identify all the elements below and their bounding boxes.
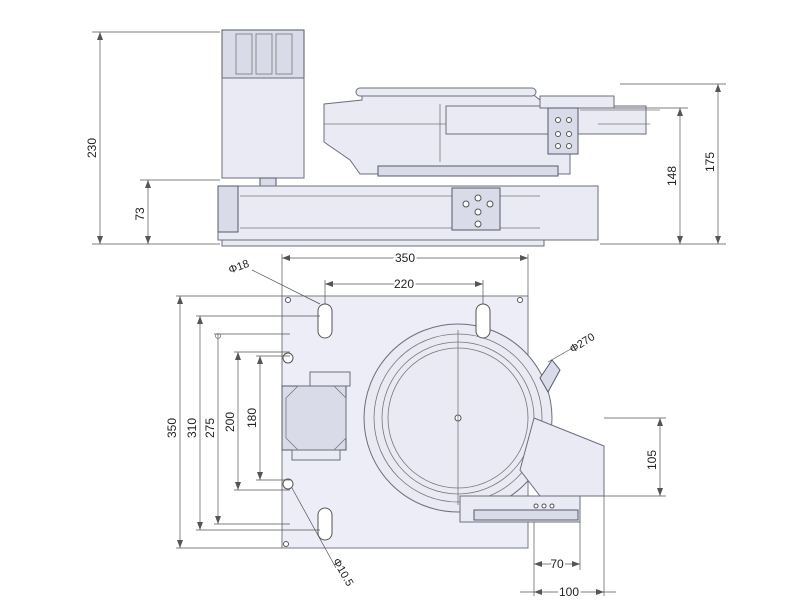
slot-right-top	[475, 303, 491, 339]
dim-hole-diameter: Φ10.5	[330, 556, 355, 588]
slide-arm	[445, 105, 647, 135]
dim-base-height: 73	[133, 207, 147, 221]
top-view: 350 220 Φ18 Φ270 350 310 275	[165, 249, 666, 600]
slot-left-bottom	[317, 507, 333, 541]
dim-overall-height: 230	[85, 138, 99, 158]
dim-bottom-100: 100	[559, 585, 579, 599]
dim-right-105: 105	[645, 450, 659, 470]
dim-height-200: 200	[223, 412, 237, 432]
dim-height-350: 350	[165, 418, 179, 438]
dim-width: 350	[395, 251, 415, 265]
dim-height-310: 310	[185, 418, 199, 438]
side-view: 230 73 148 175	[85, 29, 726, 247]
dim-height-275: 275	[203, 418, 217, 438]
dim-height-180: 180	[245, 408, 259, 428]
base-block	[217, 185, 599, 241]
motor-window	[281, 385, 347, 451]
dim-disc-diameter: Φ270	[568, 331, 597, 356]
top-arm	[519, 417, 605, 497]
dim-right-outer: 175	[703, 152, 717, 172]
dim-right-inner: 148	[665, 166, 679, 186]
slot-left-top	[317, 303, 333, 339]
mount-bracket	[547, 107, 579, 155]
dim-slot-diameter: Φ18	[227, 258, 251, 276]
dim-bottom-70: 70	[550, 557, 564, 571]
dim-slot-spacing: 220	[394, 277, 414, 291]
motor-housing-body	[221, 77, 305, 179]
